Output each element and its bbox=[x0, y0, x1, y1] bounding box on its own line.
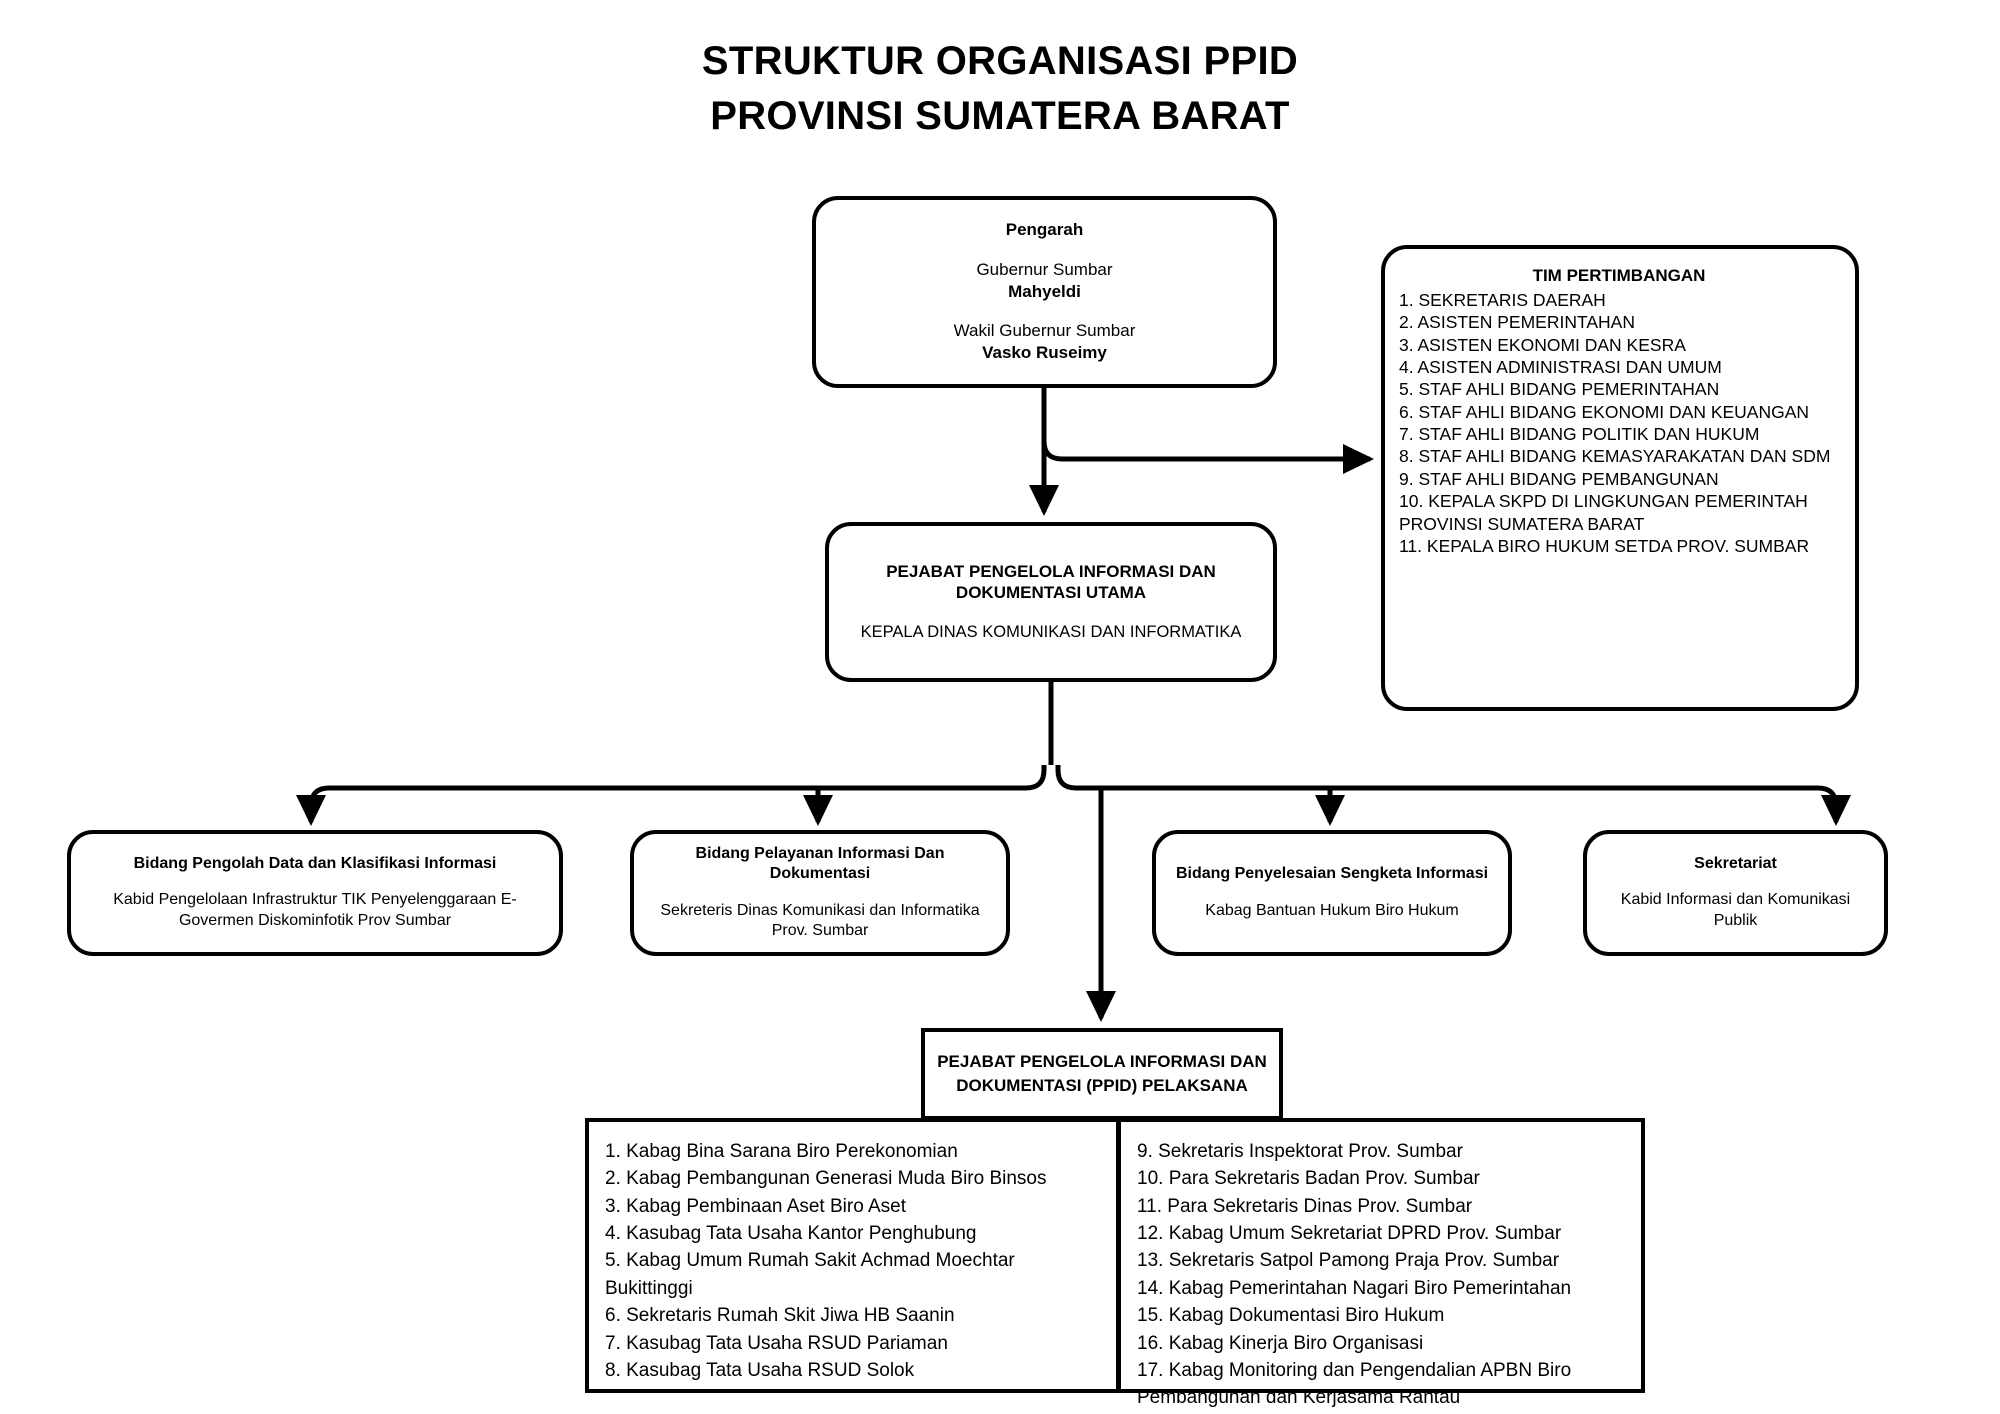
ppid-utama-heading: PEJABAT PENGELOLA INFORMASI DAN DOKUMENT… bbox=[886, 561, 1216, 603]
bidang-3-subtitle: Kabag Bantuan Hukum Biro Hukum bbox=[1205, 901, 1459, 919]
title-line-2: PROVINSI SUMATERA BARAT bbox=[710, 94, 1290, 139]
bidang-1-heading: Bidang Pengolah Data dan Klasifikasi Inf… bbox=[133, 854, 497, 872]
tim-pertimbangan-item: 8. STAF AHLI BIDANG KEMASYARAKATAN DAN S… bbox=[1399, 446, 1831, 467]
node-bidang-pengolah-data[interactable]: Bidang Pengolah Data dan Klasifikasi Inf… bbox=[67, 830, 563, 956]
pelaksana-list-item: 2. Kabag Pembangunan Generasi Muda Biro … bbox=[605, 1168, 1047, 1190]
connector-bus-right bbox=[1055, 765, 1851, 826]
pelaksana-list-item: 6. Sekretaris Rumah Skit Jiwa HB Saanin bbox=[605, 1305, 955, 1327]
pelaksana-list-item: 9. Sekretaris Inspektorat Prov. Sumbar bbox=[1137, 1141, 1463, 1162]
pelaksana-list-left: 1. Kabag Bina Sarana Biro Perekonomian 2.… bbox=[585, 1118, 1120, 1393]
pelaksana-list-item: 7. Kasubag Tata Usaha RSUD Pariaman bbox=[605, 1332, 948, 1354]
connector-bus-left bbox=[296, 765, 1047, 826]
page-title: STRUKTUR ORGANISASI PPID PROVINSI SUMATE… bbox=[0, 34, 2000, 144]
bidang-2-heading: Bidang Pelayanan Informasi Dan Dokumenta… bbox=[695, 844, 945, 883]
pelaksana-list-item: 13. Sekretaris Satpol Pamong Praja Prov.… bbox=[1137, 1250, 1560, 1272]
bidang-1-subtitle: Kabid Pengelolaan Infrastruktur TIK Peny… bbox=[113, 891, 517, 930]
tim-pertimbangan-item: 2. ASISTEN PEMERINTAHAN bbox=[1399, 312, 1635, 333]
pelaksana-list-item: 4. Kasubag Tata Usaha Kantor Penghubung bbox=[605, 1223, 977, 1245]
pengarah-gubernur-name: Mahyeldi bbox=[1008, 282, 1081, 302]
pelaksana-list-item: 17. Kabag Monitoring dan Pengendalian AP… bbox=[1137, 1359, 1572, 1409]
pelaksana-list-item: 16. Kabag Kinerja Biro Organisasi bbox=[1137, 1332, 1424, 1354]
pelaksana-list-item: 11. Para Sekretaris Dinas Prov. Sumbar bbox=[1137, 1195, 1473, 1217]
bidang-2-subtitle: Sekreteris Dinas Komunikasi dan Informat… bbox=[660, 901, 980, 940]
tim-pertimbangan-item: 1. SEKRETARIS DAERAH bbox=[1399, 289, 1606, 310]
tim-pertimbangan-item: 7. STAF AHLI BIDANG POLITIK DAN HUKUM bbox=[1399, 424, 1760, 445]
pelaksana-list-item: 3. Kabag Pembinaan Aset Biro Aset bbox=[605, 1195, 907, 1217]
pelaksana-list-item: 10. Para Sekretaris Badan Prov. Sumbar bbox=[1137, 1168, 1480, 1190]
tim-pertimbangan-item: 6. STAF AHLI BIDANG EKONOMI DAN KEUANGAN bbox=[1399, 401, 1810, 422]
pelaksana-list-item: 5. Kabag Umum Rumah Sakit Achmad Moechta… bbox=[605, 1250, 1015, 1299]
pengarah-gubernur-role: Gubernur Sumbar bbox=[976, 260, 1113, 279]
pengarah-gubernur: Gubernur Sumbar Mahyeldi bbox=[976, 259, 1112, 304]
node-sekretariat[interactable]: Sekretariat Kabid Informasi dan Komunika… bbox=[1583, 830, 1888, 956]
node-ppid-utama[interactable]: PEJABAT PENGELOLA INFORMASI DAN DOKUMENT… bbox=[825, 522, 1277, 682]
tim-pertimbangan-heading: TIM PERTIMBANGAN bbox=[1532, 266, 1706, 285]
node-pengarah[interactable]: Pengarah Gubernur Sumbar Mahyeldi Wakil … bbox=[812, 196, 1277, 388]
tim-pertimbangan-item: 5. STAF AHLI BIDANG PEMERINTAHAN bbox=[1399, 379, 1720, 400]
bidang-4-heading: Sekretariat bbox=[1694, 854, 1777, 872]
pelaksana-list-item: 12. Kabag Umum Sekretariat DPRD Prov. Su… bbox=[1137, 1223, 1562, 1245]
pengarah-heading: Pengarah bbox=[1005, 220, 1084, 240]
connector-pengarah-to-tim-pertimbangan bbox=[1041, 388, 1374, 474]
pelaksana-list-item: 15. Kabag Dokumentasi Biro Hukum bbox=[1137, 1305, 1445, 1327]
title-line-1: STRUKTUR ORGANISASI PPID bbox=[701, 39, 1299, 83]
pelaksana-list-right: 9. Sekretaris Inspektorat Prov. Sumbar 10… bbox=[1117, 1118, 1645, 1408]
ppid-pelaksana-heading: PEJABAT PENGELOLA INFORMASI DAN DOKUMENT… bbox=[937, 1051, 1267, 1095]
tim-pertimbangan-item: 3. ASISTEN EKONOMI DAN KESRA bbox=[1399, 334, 1686, 355]
ppid-utama-subtitle: KEPALA DINAS KOMUNIKASI DAN INFORMATIKA bbox=[860, 623, 1242, 642]
tim-pertimbangan-item: 11. KEPALA BIRO HUKUM SETDA PROV. SUMBAR bbox=[1399, 536, 1810, 557]
tim-pertimbangan-item: 4. ASISTEN ADMINISTRASI DAN UMUM bbox=[1399, 356, 1722, 377]
node-bidang-pelayanan-informasi[interactable]: Bidang Pelayanan Informasi Dan Dokumenta… bbox=[630, 830, 1010, 956]
pelaksana-list-item: 8. Kasubag Tata Usaha RSUD Solok bbox=[605, 1359, 915, 1381]
tim-pertimbangan-item: 10. KEPALA SKPD DI LINGKUNGAN PEMERINTAH… bbox=[1399, 491, 1808, 534]
pelaksana-list-item: 14. Kabag Pemerintahan Nagari Biro Pemer… bbox=[1137, 1277, 1572, 1299]
pelaksana-list-item: 1. Kabag Bina Sarana Biro Perekonomian bbox=[605, 1141, 958, 1162]
tim-pertimbangan-item: 9. STAF AHLI BIDANG PEMBANGUNAN bbox=[1399, 468, 1719, 489]
bidang-4-subtitle: Kabid Informasi dan Komunikasi Publik bbox=[1620, 891, 1851, 930]
pengarah-wakil-gubernur-role: Wakil Gubernur Sumbar bbox=[953, 320, 1136, 340]
pengarah-wakil-gubernur: Wakil Gubernur Sumbar Vasko Ruseimy bbox=[954, 320, 1136, 365]
bidang-3-heading: Bidang Penyelesaian Sengketa Informasi bbox=[1175, 865, 1489, 883]
pengarah-wakil-gubernur-name: Vasko Ruseimy bbox=[982, 343, 1107, 363]
node-bidang-penyelesaian-sengketa[interactable]: Bidang Penyelesaian Sengketa Informasi K… bbox=[1152, 830, 1512, 956]
node-ppid-pelaksana[interactable]: PEJABAT PENGELOLA INFORMASI DAN DOKUMENT… bbox=[921, 1028, 1283, 1120]
